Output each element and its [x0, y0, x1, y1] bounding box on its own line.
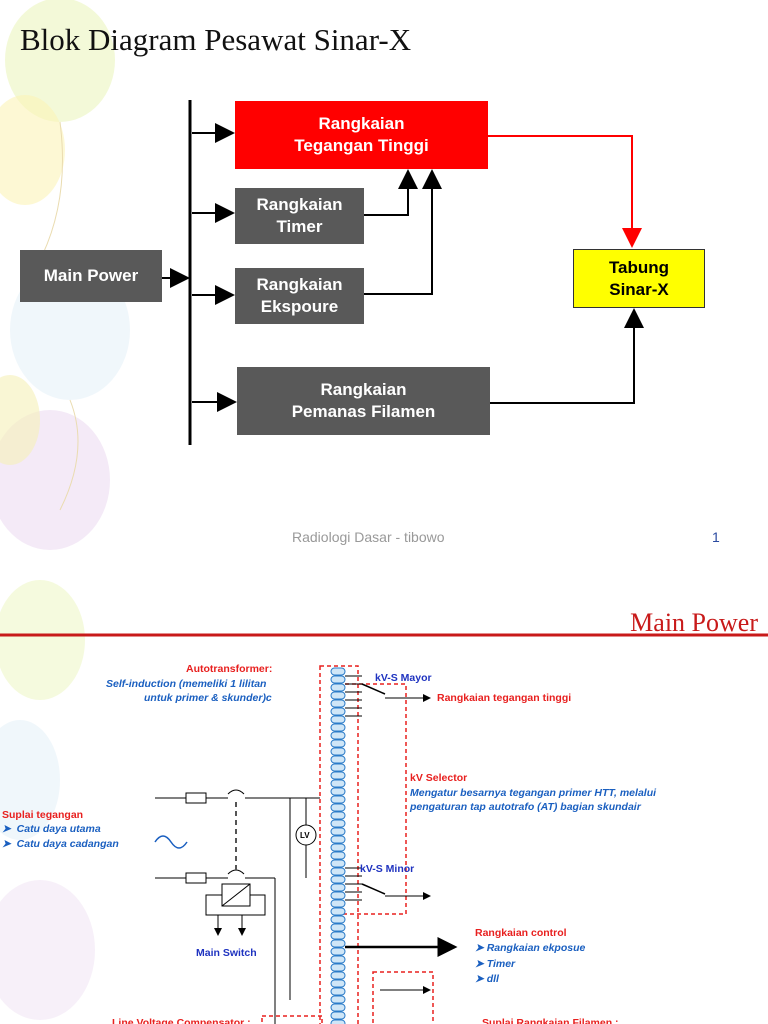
- coil-turn: [330, 691, 346, 700]
- coil-turn: [330, 931, 346, 940]
- kvs-minor-label: kV-S Minor: [360, 863, 415, 875]
- coil-turn: [330, 755, 346, 764]
- control-item-timer: ➤ Timer: [475, 958, 516, 970]
- slide1-title: Blok Diagram Pesawat Sinar-X: [20, 22, 412, 57]
- coil-turn: [330, 987, 346, 996]
- main-power-schematic: [0, 633, 768, 1024]
- xray-tube-box: Tabung Sinar-X: [573, 249, 705, 308]
- line-voltage-compensator-title: Line Voltage Compensator :: [112, 1017, 251, 1024]
- slide2-decoration: [0, 580, 95, 1020]
- coil-turn: [330, 819, 346, 828]
- coil-turn: [330, 739, 346, 748]
- coil-turn: [330, 907, 346, 916]
- coil-turn: [330, 963, 346, 972]
- high-voltage-box: Rangkaian Tegangan Tinggi: [235, 101, 488, 169]
- block-diagram-connectors: [162, 100, 644, 445]
- filament-heater-box: Rangkaian Pemanas Filamen: [237, 367, 490, 435]
- coil-turn: [330, 947, 346, 956]
- exposure-box: Rangkaian Ekspoure: [235, 268, 364, 324]
- filament-supply-title: Suplai Rangkaian Filamen :: [482, 1017, 619, 1024]
- kv-selector-desc-line2: pengaturan tap autotrafo (AT) bagian sku…: [410, 801, 641, 813]
- coil-turn: [330, 731, 346, 740]
- coil-turn: [330, 995, 346, 1004]
- supply-title: Suplai tegangan: [2, 809, 84, 821]
- coil-turn: [330, 835, 346, 844]
- control-item-etc: ➤ dll: [475, 973, 499, 985]
- control-item-exposure: ➤ Rangkaian ekposue: [475, 942, 586, 954]
- coil-turn: [330, 915, 346, 924]
- coil-turn: [330, 795, 346, 804]
- coil-turn: [330, 891, 346, 900]
- coil-turn: [330, 843, 346, 852]
- coil-turn: [330, 971, 346, 980]
- coil-turn: [330, 675, 346, 684]
- supply-item-main: ➤ Catu daya utama: [2, 823, 101, 835]
- coil-turn: [330, 859, 346, 868]
- slide-footer: Radiologi Dasar - tibowo: [292, 529, 445, 545]
- slide-separator: [0, 570, 768, 580]
- coil-turn: [330, 707, 346, 716]
- coil-turn: [330, 747, 346, 756]
- coil-turn: [330, 875, 346, 884]
- coil-turn: [330, 779, 346, 788]
- coil-turn: [330, 867, 346, 876]
- page-number: 1: [712, 529, 720, 545]
- timer-box: Rangkaian Timer: [235, 188, 364, 244]
- coil-turn: [330, 923, 346, 932]
- coil-turn: [330, 899, 346, 908]
- coil-turn: [330, 763, 346, 772]
- autotransformer-title: Autotransformer:: [186, 663, 273, 675]
- kv-selector-title: kV Selector: [410, 772, 468, 784]
- coil-turn: [330, 1011, 346, 1020]
- kvs-mayor-label: kV-S Mayor: [375, 672, 432, 684]
- coil-turn: [330, 883, 346, 892]
- supply-item-backup: ➤ Catu daya cadangan: [2, 838, 119, 850]
- coil-turn: [330, 851, 346, 860]
- coil-turn: [330, 1019, 346, 1024]
- main-power-box: Main Power: [20, 250, 162, 302]
- autotransformer-desc-line2: untuk primer & skunder)c: [144, 692, 272, 704]
- coil-turn: [330, 811, 346, 820]
- lv-meter-label: LV: [300, 831, 310, 840]
- coil-turn: [330, 723, 346, 732]
- coil-turn: [330, 715, 346, 724]
- coil-turn: [330, 827, 346, 836]
- slide-main-power: Main Power: [0, 580, 768, 1024]
- main-switch-label: Main Switch: [196, 947, 257, 959]
- kv-selector-desc-line1: Mengatur besarnya tegangan primer HTT, m…: [410, 787, 657, 799]
- coil-turn: [330, 955, 346, 964]
- coil-turn: [330, 1003, 346, 1012]
- slide2-title: Main Power: [630, 608, 758, 637]
- slide-block-diagram: Blok Diagram Pesawat Sinar-X Main Power …: [0, 0, 720, 550]
- coil-turn: [330, 787, 346, 796]
- coil-turn: [330, 939, 346, 948]
- autotransformer-desc-line1: Self-induction (memeliki 1 lilitan: [106, 678, 267, 690]
- high-voltage-circuit-label: Rangkaian tegangan tinggi: [437, 692, 572, 704]
- coil-turn: [330, 667, 346, 676]
- coil-turn: [330, 979, 346, 988]
- coil-turn: [330, 771, 346, 780]
- coil-turn: [330, 803, 346, 812]
- coil-turn: [330, 683, 346, 692]
- control-circuit-title: Rangkaian control: [475, 927, 567, 939]
- coil-turn: [330, 699, 346, 708]
